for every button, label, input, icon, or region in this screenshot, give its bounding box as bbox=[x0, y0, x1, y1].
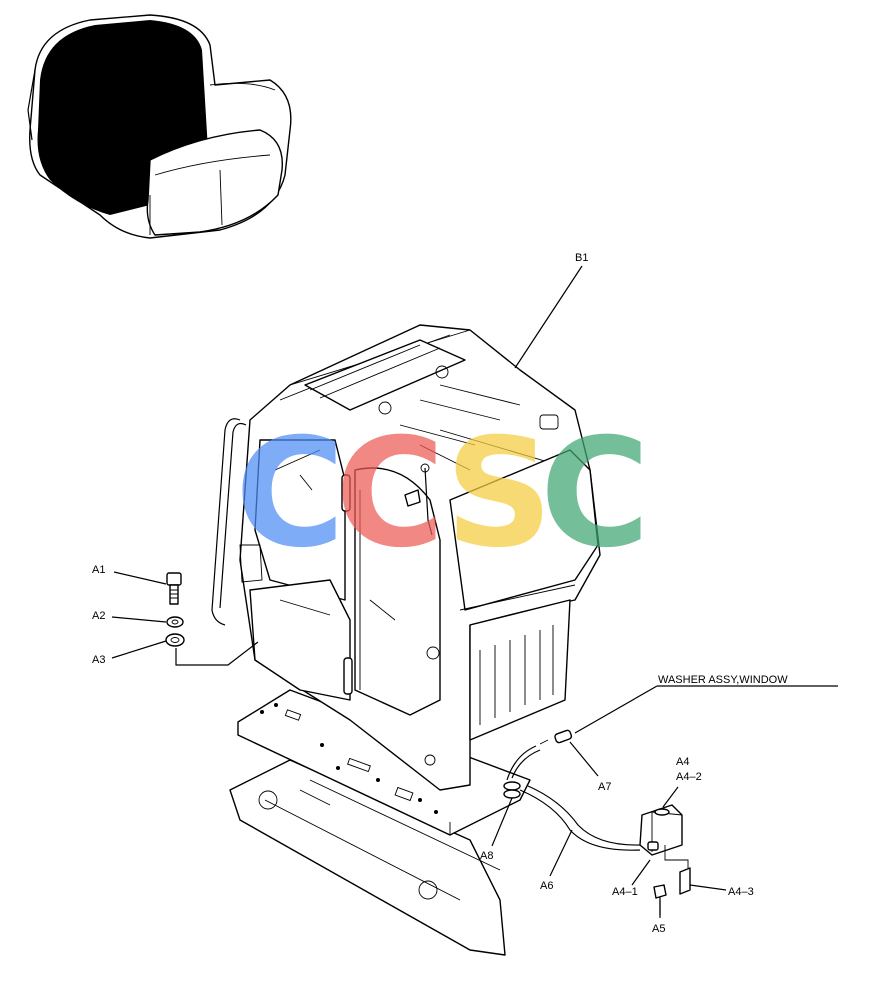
leader-lines bbox=[111, 265, 838, 918]
floor-plate bbox=[237, 689, 531, 836]
label-washer-assy: WASHER ASSY,WINDOW bbox=[658, 674, 788, 686]
label-a3: A3 bbox=[92, 654, 105, 666]
label-a4-2: A4–2 bbox=[676, 771, 702, 783]
watermark-logo: C C S C bbox=[235, 407, 650, 581]
label-a4-1: A4–1 bbox=[612, 886, 638, 898]
label-a5: A5 bbox=[652, 923, 665, 935]
label-b1: B1 bbox=[575, 252, 588, 264]
bolt-set bbox=[165, 572, 259, 666]
watermark-letter: C bbox=[540, 407, 650, 581]
label-a1: A1 bbox=[92, 564, 105, 576]
watermark-letter: S bbox=[445, 407, 553, 581]
label-a4: A4 bbox=[676, 756, 689, 768]
part-labels: B1 WASHER ASSY,WINDOW A1 A2 A3 A4 A4–2 A… bbox=[92, 252, 788, 935]
label-a2: A2 bbox=[92, 610, 105, 622]
watermark-letter: C bbox=[235, 407, 345, 581]
label-a6: A6 bbox=[540, 880, 553, 892]
watermark-letter: C bbox=[335, 407, 445, 581]
cab-assembly bbox=[211, 324, 601, 791]
label-a8: A8 bbox=[480, 850, 493, 862]
label-a7: A7 bbox=[598, 781, 611, 793]
washer-tank bbox=[639, 804, 691, 915]
seat-illustration bbox=[27, 14, 292, 239]
label-a4-3: A4–3 bbox=[728, 886, 754, 898]
washer-hose bbox=[503, 729, 641, 851]
